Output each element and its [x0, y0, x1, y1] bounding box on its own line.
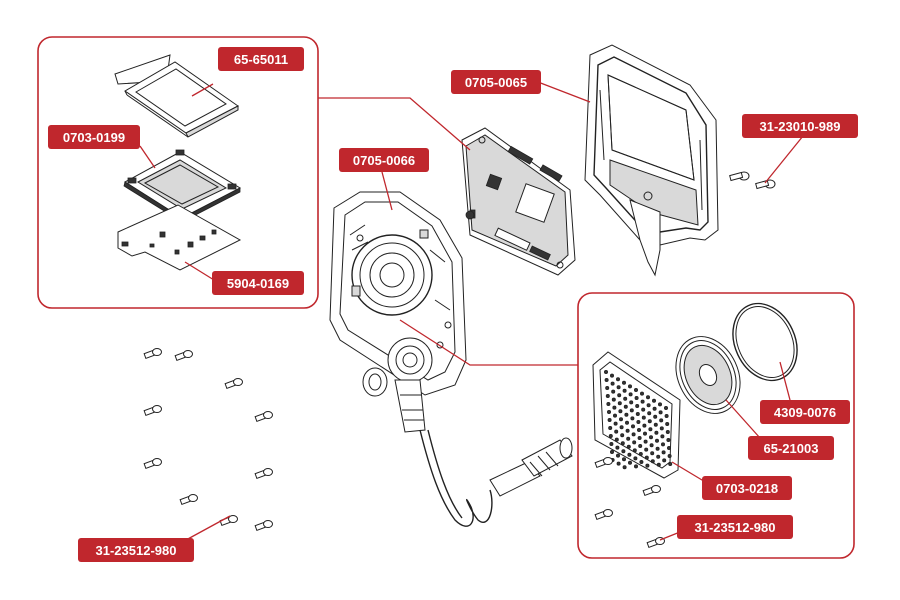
svg-text:31-23010-989: 31-23010-989: [760, 119, 841, 134]
callout-box-display-assembly: [37, 36, 319, 309]
leader-speaker-to-housing: [399, 319, 578, 366]
label-0705-0065: 0705-0065: [451, 70, 541, 94]
main-pcb-part: [461, 127, 576, 276]
label-31-23010-989: 31-23010-989: [742, 114, 858, 138]
screw: [143, 405, 162, 416]
svg-text:65-65011: 65-65011: [234, 52, 288, 67]
screw: [143, 348, 162, 359]
svg-text:4309-0076: 4309-0076: [774, 405, 836, 420]
label-0703-0218: 0703-0218: [702, 476, 792, 500]
label-65-65011: 65-65011: [218, 47, 304, 71]
label-65-21003: 65-21003: [748, 436, 834, 460]
screw: [642, 485, 661, 496]
gasket-ring-part: [732, 302, 798, 382]
screws-loose-left: [143, 348, 273, 531]
screw: [174, 350, 193, 361]
leader-0705-0066: [381, 171, 393, 211]
label-0705-0066: 0705-0066: [339, 148, 429, 172]
svg-text:0705-0065: 0705-0065: [465, 75, 527, 90]
screw-31-23010-989: [729, 171, 776, 190]
rear-bezel-part: [584, 44, 719, 277]
lcd-glass-part: [114, 54, 239, 138]
label-5904-0169: 5904-0169: [212, 271, 304, 295]
label-31-23512-980-right: 31-23512-980: [677, 515, 793, 539]
svg-text:0705-0066: 0705-0066: [353, 153, 415, 168]
screw: [143, 458, 162, 469]
cable-connector-part: [362, 337, 573, 527]
label-4309-0076: 4309-0076: [760, 400, 850, 424]
screw: [594, 457, 613, 468]
screw: [254, 411, 273, 422]
front-housing-part: [329, 191, 467, 396]
screw: [254, 520, 273, 531]
screw: [254, 468, 273, 479]
leader-65-21003: [725, 399, 761, 439]
svg-text:5904-0169: 5904-0169: [227, 276, 289, 291]
svg-text:65-21003: 65-21003: [764, 441, 819, 456]
screw: [594, 509, 613, 520]
speaker-grille-part: [592, 351, 681, 479]
leader-65-65011: [191, 83, 214, 97]
leader-4309-0076: [779, 361, 791, 401]
screws-speaker-box: [594, 457, 665, 548]
label-0703-0199: 0703-0199: [48, 125, 140, 149]
leader-31-23010-989: [764, 135, 804, 184]
lcd-pcb-part: [117, 204, 242, 271]
svg-text:31-23512-980: 31-23512-980: [695, 520, 776, 535]
leader-0705-0065: [537, 81, 591, 103]
screw: [219, 515, 238, 526]
screw: [179, 494, 198, 505]
speaker-part: [675, 336, 741, 414]
leader-display-to-pcb: [318, 97, 471, 151]
leader-31-23512-980-left: [185, 515, 231, 541]
leader-0703-0199: [139, 145, 156, 169]
label-31-23512-980-left: 31-23512-980: [78, 538, 194, 562]
svg-text:0703-0199: 0703-0199: [63, 130, 125, 145]
svg-text:0703-0218: 0703-0218: [716, 481, 778, 496]
svg-text:31-23512-980: 31-23512-980: [96, 543, 177, 558]
screw: [224, 378, 243, 389]
callout-box-speaker-assembly: [577, 292, 855, 559]
leader-5904-0169: [184, 261, 215, 281]
